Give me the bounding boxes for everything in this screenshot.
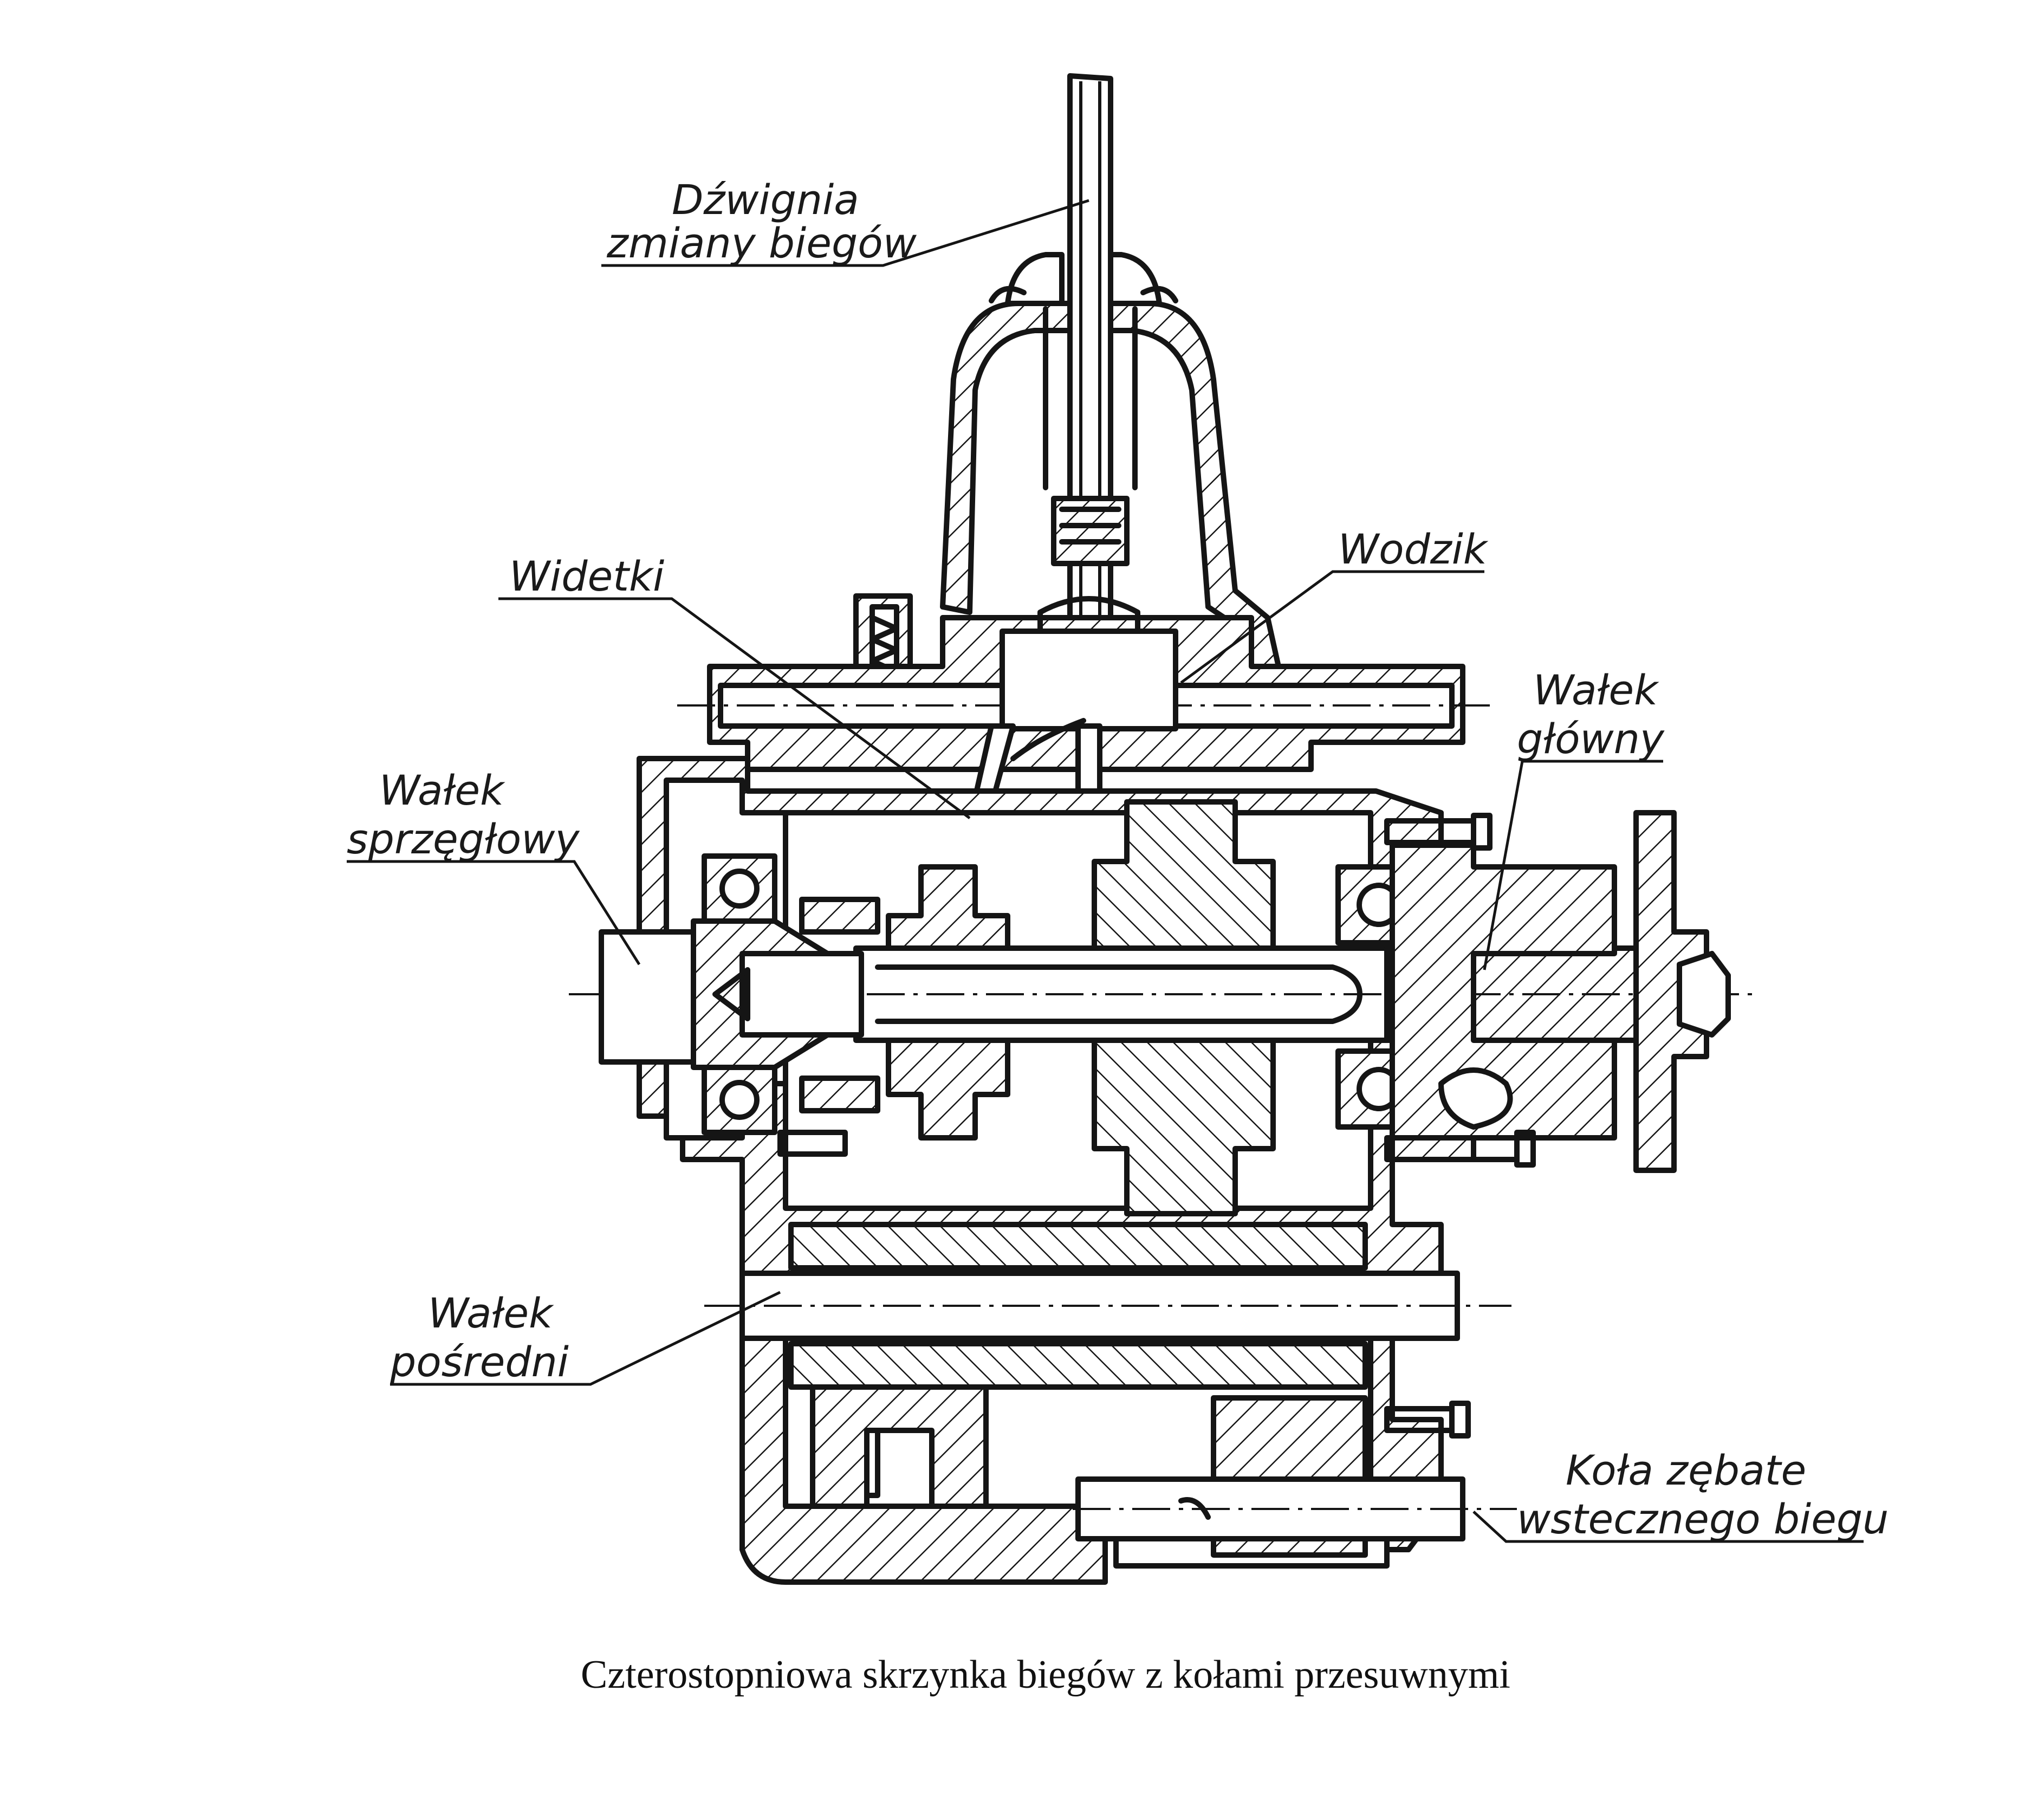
label-countershaft-line1: Wałek — [428, 1289, 554, 1337]
label-reverse-gears: Koła zębate wstecznego biegu — [1472, 1446, 1889, 1543]
label-main-shaft-line2: główny — [1517, 715, 1665, 763]
label-slider-text: Wodzik — [1338, 525, 1489, 573]
label-gear-lever: Dźwignia zmiany biegów — [601, 176, 1089, 267]
label-forks-text: Widetki — [509, 552, 664, 600]
label-clutch-shaft-line2: sprzęgłowy — [347, 815, 580, 863]
label-main-shaft: Wałek główny — [1483, 666, 1665, 970]
bolts — [777, 813, 1536, 1439]
clutch-shaft — [599, 918, 864, 1070]
shift-rail — [677, 596, 1495, 772]
label-slider: Wodzik — [1180, 525, 1489, 684]
reverse-gears — [1073, 1395, 1517, 1558]
label-reverse-gears-line1: Koła zębate — [1566, 1446, 1806, 1494]
label-countershaft: Wałek pośredni — [390, 1289, 781, 1386]
label-countershaft-line2: pośredni — [390, 1338, 569, 1386]
label-reverse-gears-line2: wstecznego biegu — [1517, 1495, 1889, 1543]
label-gear-lever-line2: zmiany biegów — [606, 219, 917, 267]
label-clutch-shaft: Wałek sprzęgłowy — [347, 766, 641, 966]
countershaft — [704, 1222, 1511, 1509]
gear-lever — [1043, 73, 1138, 645]
output-flange — [1633, 810, 1731, 1173]
label-forks: Widetki — [498, 552, 971, 820]
rear-cover — [1390, 843, 1617, 1162]
label-main-shaft-line1: Wałek — [1533, 666, 1659, 714]
label-gear-lever-line1: Dźwignia — [672, 176, 859, 224]
label-clutch-shaft-line1: Wałek — [379, 766, 505, 814]
figure-caption: Czterostopniowa skrzynka biegów z kołami… — [581, 1653, 1510, 1697]
